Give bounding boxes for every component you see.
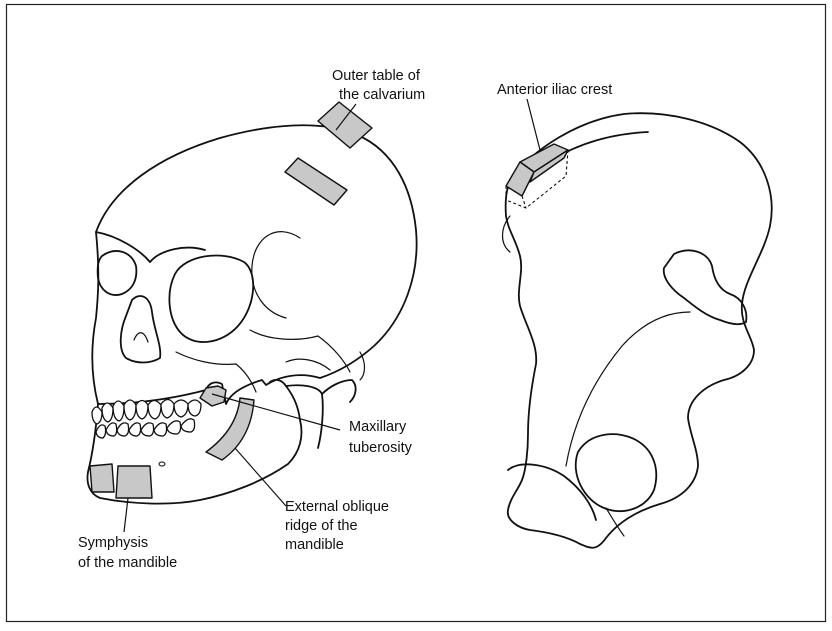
symphysis-graft-left: [90, 464, 114, 492]
zygomatic-arch: [286, 359, 330, 370]
oblique-label: External oblique ridge of the mandible: [285, 499, 393, 553]
upper-teeth: [92, 400, 201, 425]
iliac-leader: [527, 99, 540, 150]
nasal-aperture: [121, 296, 161, 363]
symphysis-leader: [124, 498, 128, 532]
maxillary-label: Maxillary tuberosity: [349, 419, 413, 456]
mental-foramen: [159, 462, 165, 466]
maxillary-tuberosity-graft: [200, 386, 226, 406]
calvarium-graft-upper: [318, 102, 372, 148]
right-orbit: [169, 256, 253, 343]
ischium-cut: [508, 464, 596, 520]
condyle: [322, 380, 356, 402]
calvarium-graft-lower: [285, 158, 347, 205]
iliac-label: Anterior iliac crest: [497, 82, 612, 98]
nasal-septum: [134, 333, 148, 342]
temporal-line: [252, 232, 300, 318]
external-oblique-ridge-graft: [206, 398, 254, 460]
oblique-leader: [235, 448, 286, 506]
anterior-spine: [503, 216, 511, 252]
lower-teeth: [96, 419, 195, 438]
ilium-illustration: [503, 113, 772, 548]
symphysis-graft-right: [116, 466, 152, 498]
symphysis-label: Symphysis of the mandible: [78, 535, 177, 571]
brow-line: [96, 232, 205, 262]
left-orbit: [98, 251, 137, 295]
iliac-graft-hidden-edge: [522, 196, 526, 208]
calvarium-label: Outer table of the calvarium: [332, 68, 425, 103]
zygomatic-contour: [250, 330, 350, 372]
iliac-crest-graft: [506, 144, 568, 208]
